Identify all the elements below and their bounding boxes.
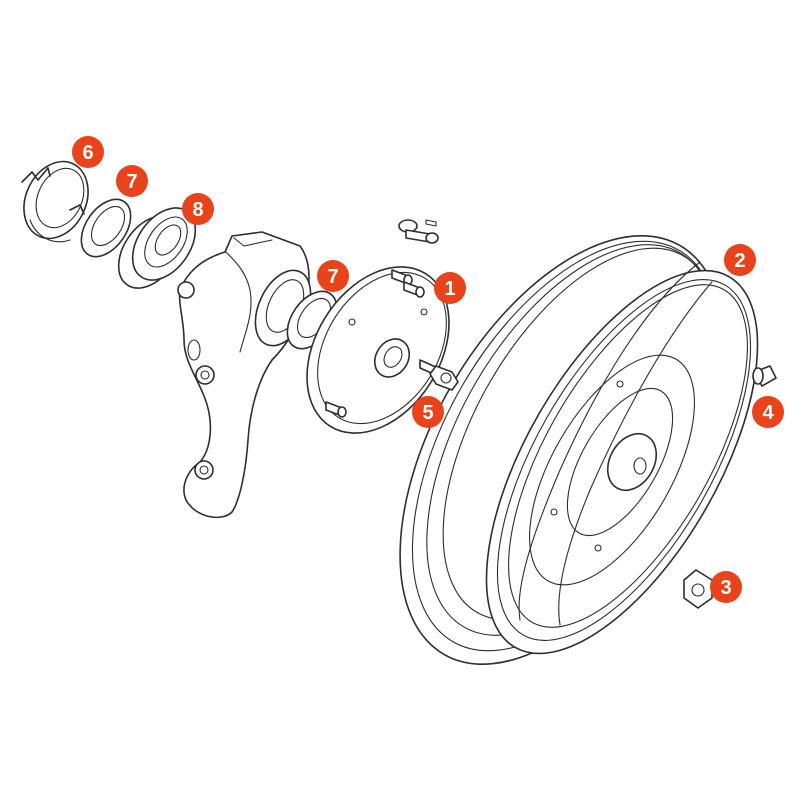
callout-badges: 6 7 8 7 1 5 2 4: [72, 136, 784, 603]
svg-text:6: 6: [82, 142, 93, 164]
svg-text:5: 5: [422, 402, 433, 424]
steering-knuckle: [177, 231, 312, 519]
svg-text:1: 1: [444, 278, 455, 300]
svg-text:7: 7: [327, 266, 338, 288]
brake-backing-plate: [306, 266, 450, 434]
plate-stud: [403, 281, 425, 298]
tire-valve: [752, 365, 777, 387]
axle-bolt: [419, 359, 459, 391]
wheel-rim: [399, 235, 759, 665]
svg-text:7: 7: [126, 171, 137, 193]
callout-badge-3: 3: [710, 571, 742, 603]
callout-badge-6: 6: [72, 136, 104, 168]
svg-text:4: 4: [762, 402, 774, 424]
callout-badge-2: 2: [724, 244, 756, 276]
callout-badge-8: 8: [182, 193, 214, 225]
washer-left: [80, 198, 132, 258]
callout-badge-7a: 7: [116, 165, 148, 197]
svg-text:3: 3: [720, 577, 731, 599]
slotted-ring-nut: [21, 160, 89, 243]
callout-badge-4: 4: [752, 396, 784, 428]
svg-text:2: 2: [734, 250, 745, 272]
callout-badge-5: 5: [412, 396, 444, 428]
callout-badge-1: 1: [434, 272, 466, 304]
small-bolt: [398, 219, 439, 244]
plate-stud: [325, 401, 347, 418]
wheel-nut: [683, 569, 713, 609]
wheel-bearing: [117, 207, 197, 289]
callout-badge-7b: 7: [317, 260, 349, 292]
svg-text:8: 8: [192, 199, 203, 221]
